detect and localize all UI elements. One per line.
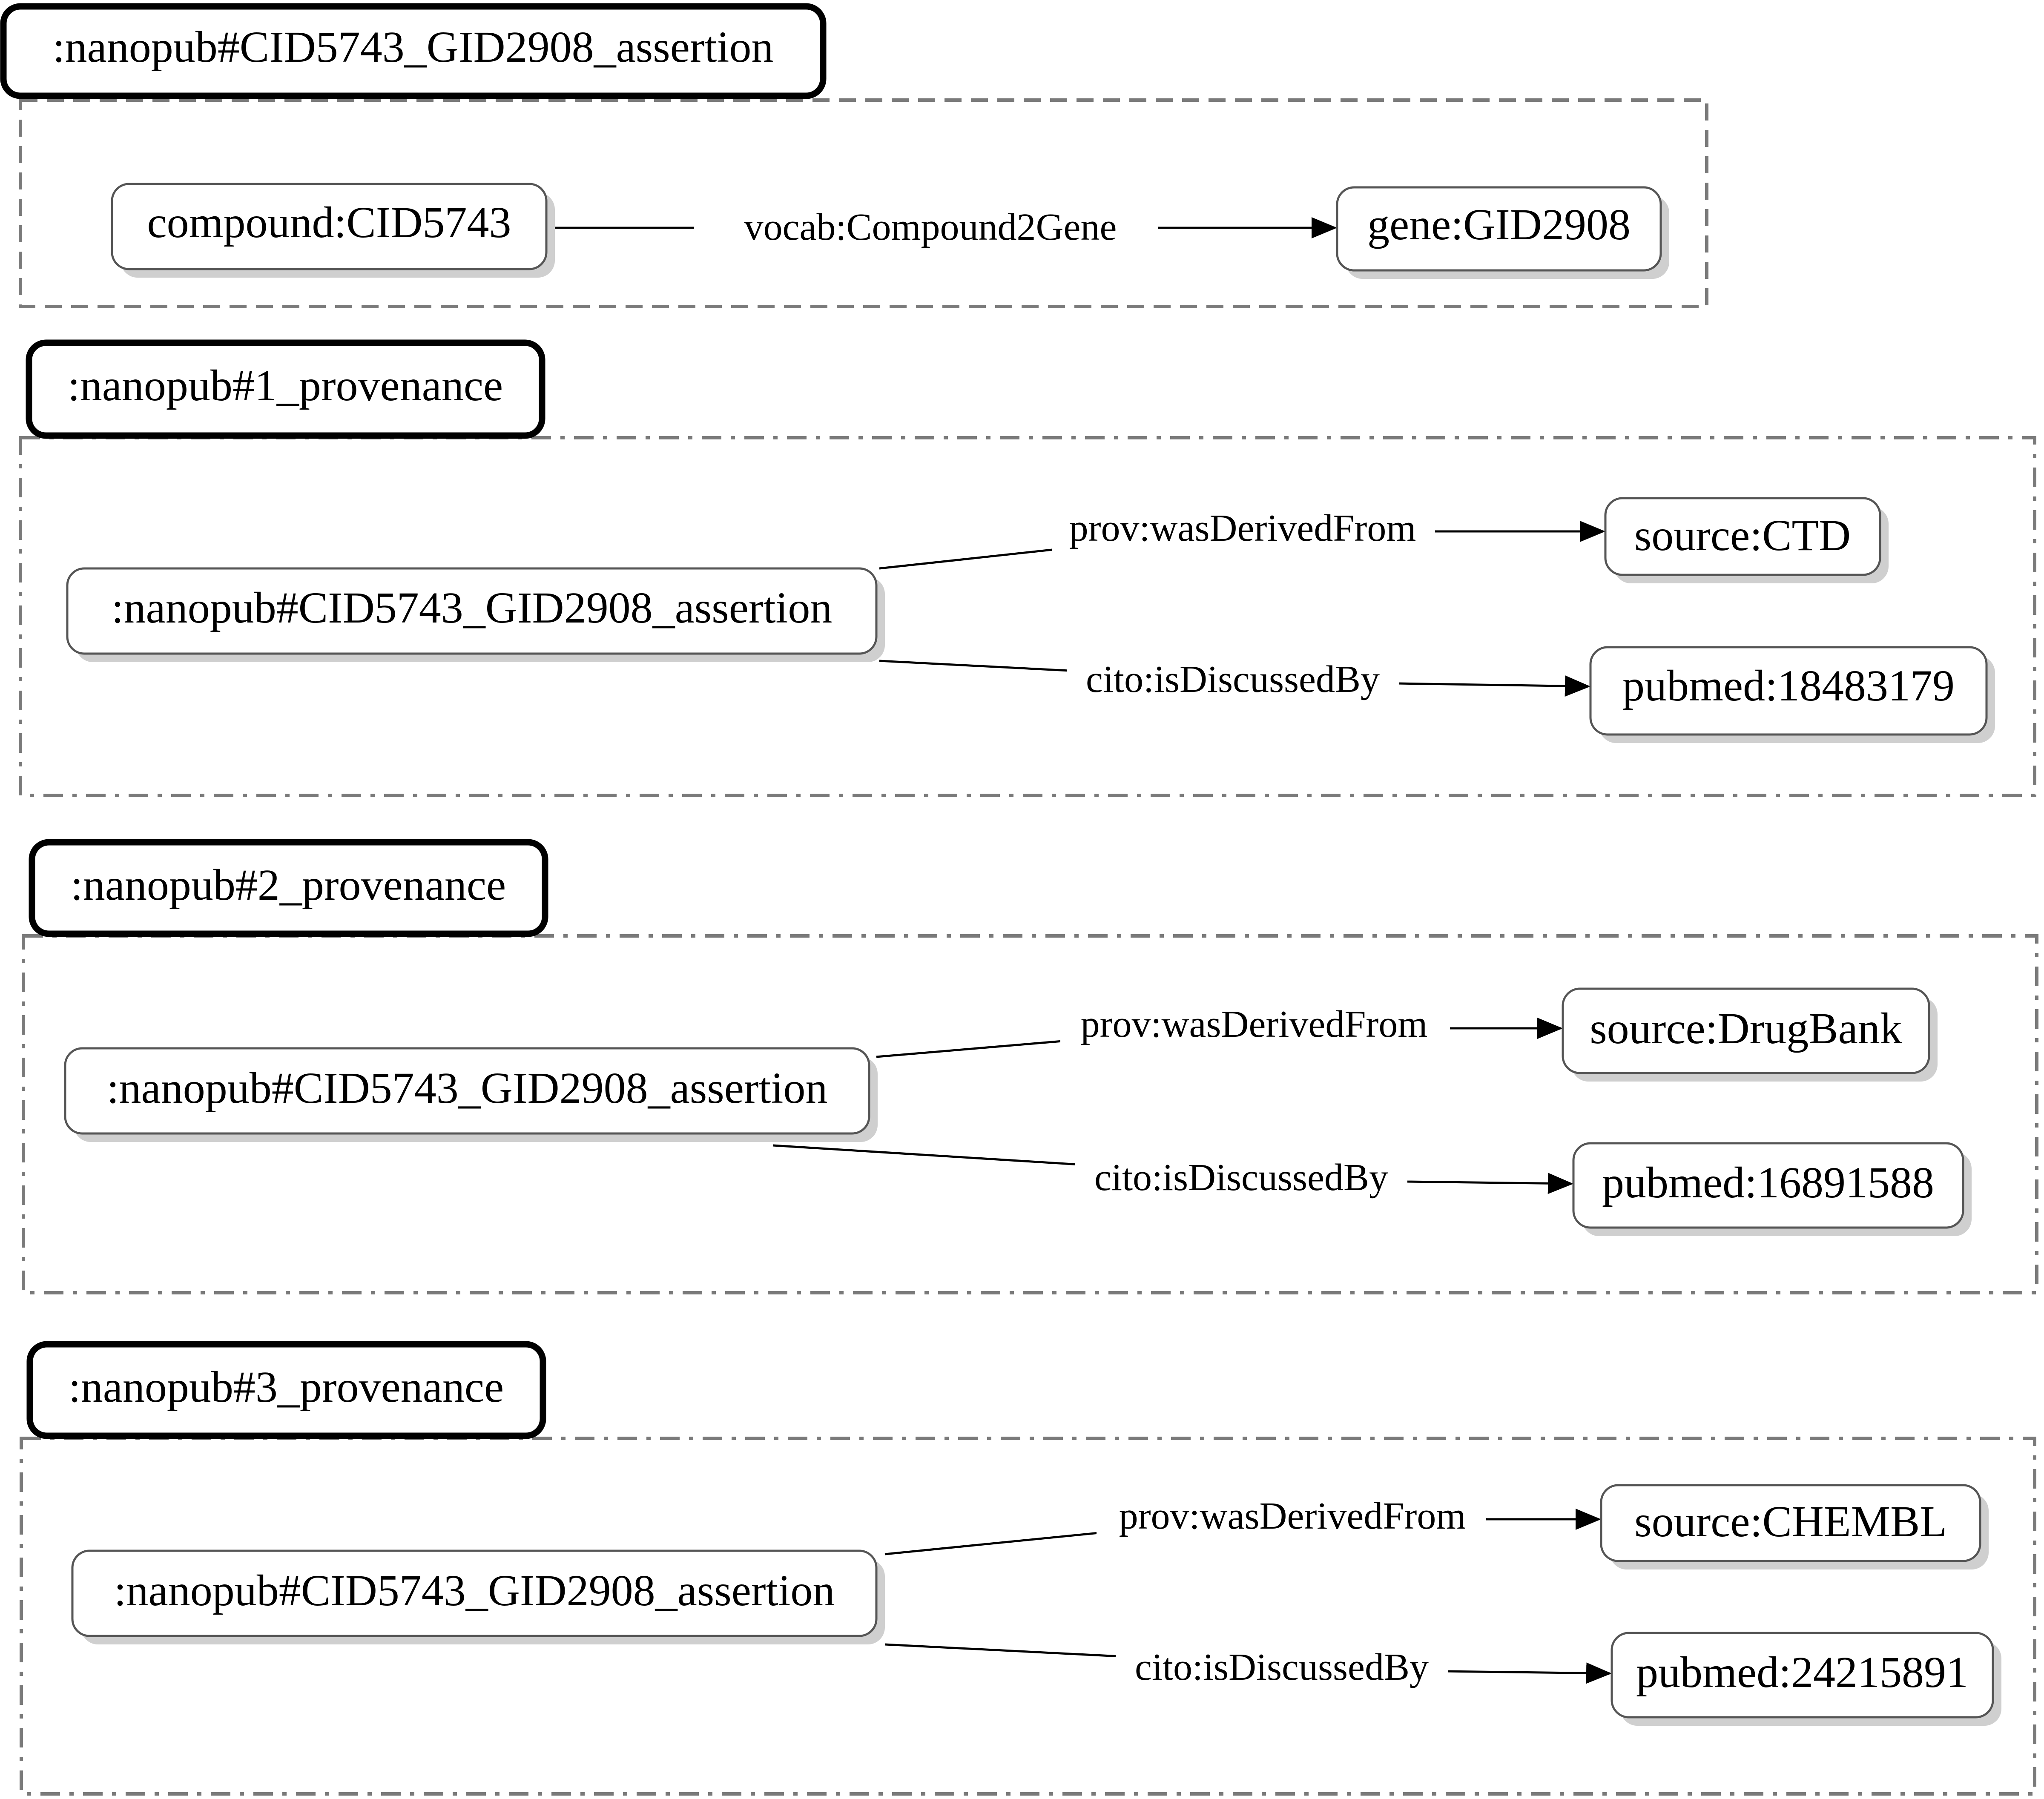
edge-derived-3: prov:wasDerivedFrom: [884, 1492, 1601, 1555]
edge-compound2gene: vocab:Compound2Gene: [554, 200, 1337, 251]
provenance-graph-3-border: [20, 1437, 2036, 1796]
assertion-graph-title-text: :nanopub#CID5743_GID2908_assertion: [53, 23, 774, 72]
provenance-graph-2-border: [22, 934, 2038, 1294]
node-assertion-3-label: :nanopub#CID5743_GID2908_assertion: [114, 1566, 835, 1615]
node-source-3-label: source:CHEMBL: [1634, 1497, 1947, 1546]
node-assertion-2: :nanopub#CID5743_GID2908_assertion: [64, 1047, 878, 1142]
assertion-graph: vocab:Compound2Gene compound:CID5743 gen…: [0, 3, 1708, 308]
node-assertion-1: :nanopub#CID5743_GID2908_assertion: [66, 567, 885, 662]
node-assertion-2-label: :nanopub#CID5743_GID2908_assertion: [107, 1064, 828, 1113]
provenance-graph-1-title-text: :nanopub#1_provenance: [68, 361, 503, 410]
node-pubmed-1: pubmed:18483179: [1589, 646, 1995, 743]
node-source-1-label: source:CTD: [1634, 511, 1851, 560]
edge-discussed-1: cito:isDiscussedBy: [879, 656, 1590, 705]
edge-derived-2: prov:wasDerivedFrom: [876, 1001, 1563, 1058]
provenance-graph-1-border: [19, 436, 2036, 797]
node-source-2: source:DrugBank: [1562, 987, 1938, 1082]
edge-label-discussed-1: cito:isDiscussedBy: [1086, 658, 1380, 700]
node-pubmed-3-label: pubmed:24215891: [1636, 1648, 1968, 1697]
edge-derived-1: prov:wasDerivedFrom: [879, 505, 1605, 570]
edge-label-derived-3: prov:wasDerivedFrom: [1119, 1495, 1466, 1537]
node-assertion-3: :nanopub#CID5743_GID2908_assertion: [71, 1549, 885, 1644]
assertion-graph-border: [19, 98, 1708, 308]
node-pubmed-3: pubmed:24215891: [1611, 1632, 2001, 1726]
edge-discussed-2: cito:isDiscussedBy: [772, 1144, 1573, 1203]
node-compound-label: compound:CID5743: [147, 198, 511, 247]
node-source-3: source:CHEMBL: [1600, 1484, 1989, 1569]
node-gene: gene:GID2908: [1336, 186, 1669, 279]
edge-label-compound2gene: vocab:Compound2Gene: [744, 206, 1117, 248]
edge-label-derived-2: prov:wasDerivedFrom: [1081, 1003, 1428, 1045]
assertion-graph-title: :nanopub#CID5743_GID2908_assertion: [0, 3, 827, 99]
node-compound: compound:CID5743: [111, 183, 555, 278]
provenance-graph-1: prov:wasDerivedFrom cito:isDiscussedBy :…: [19, 339, 2036, 797]
edge-label-discussed-3: cito:isDiscussedBy: [1135, 1646, 1429, 1688]
edge-discussed-3: cito:isDiscussedBy: [884, 1643, 1612, 1693]
node-assertion-1-label: :nanopub#CID5743_GID2908_assertion: [112, 583, 833, 632]
provenance-graph-3-title: :nanopub#3_provenance: [26, 1341, 546, 1439]
node-source-1: source:CTD: [1604, 497, 1889, 583]
node-pubmed-2-label: pubmed:16891588: [1602, 1158, 1934, 1207]
provenance-graph-3: prov:wasDerivedFrom cito:isDiscussedBy :…: [20, 1341, 2036, 1796]
provenance-graph-3-title-text: :nanopub#3_provenance: [69, 1363, 504, 1412]
provenance-graph-1-title: :nanopub#1_provenance: [26, 339, 545, 439]
edge-label-derived-1: prov:wasDerivedFrom: [1069, 507, 1416, 549]
provenance-graph-2-title: :nanopub#2_provenance: [29, 839, 548, 937]
node-gene-label: gene:GID2908: [1367, 200, 1631, 249]
node-pubmed-2: pubmed:16891588: [1572, 1142, 1972, 1236]
provenance-graph-2-title-text: :nanopub#2_provenance: [71, 861, 506, 910]
provenance-graph-2: prov:wasDerivedFrom cito:isDiscussedBy :…: [22, 839, 2038, 1294]
node-pubmed-1-label: pubmed:18483179: [1622, 661, 1955, 710]
node-source-2-label: source:DrugBank: [1590, 1004, 1902, 1053]
edge-label-discussed-2: cito:isDiscussedBy: [1094, 1156, 1388, 1199]
